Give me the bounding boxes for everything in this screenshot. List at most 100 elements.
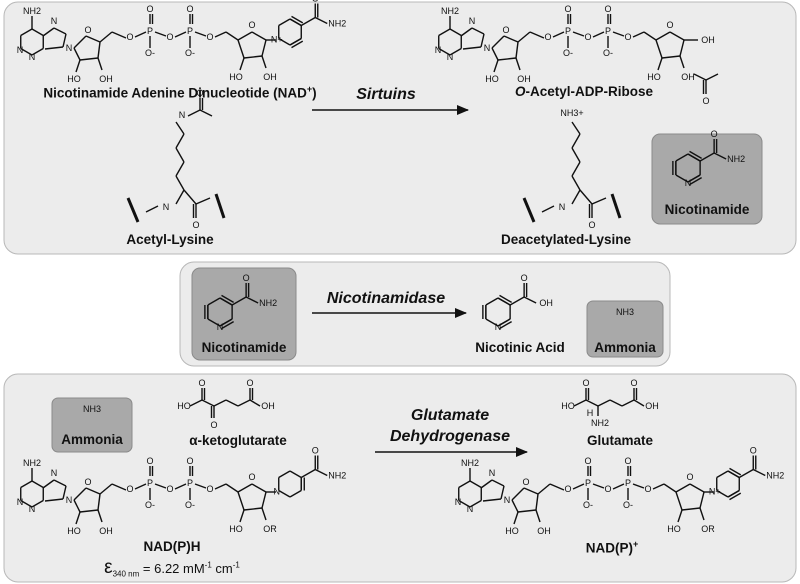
svg-text:N: N (435, 45, 442, 55)
svg-text:HO: HO (229, 524, 243, 534)
svg-text:O: O (126, 484, 133, 494)
enzyme-gdh-line1: Glutamate (410, 407, 490, 424)
svg-text:O: O (198, 378, 205, 388)
acetyl-lysine-structure: N O N O (126, 88, 226, 230)
svg-text:O: O (166, 32, 173, 42)
nh3-bottom: NH3 (82, 404, 102, 414)
svg-text:O: O (584, 456, 591, 466)
svg-text:O: O (206, 484, 213, 494)
svg-text:O: O (702, 96, 709, 106)
svg-text:O-: O- (185, 500, 195, 510)
svg-text:NH2: NH2 (23, 458, 41, 468)
svg-text:O: O (192, 220, 199, 230)
svg-text:N: N (273, 487, 280, 497)
svg-text:O: O (630, 378, 637, 388)
svg-text:O-: O- (563, 48, 573, 58)
svg-text:O-: O- (145, 48, 155, 58)
svg-text:HO: HO (177, 401, 191, 411)
svg-text:P: P (147, 478, 153, 488)
svg-text:N: N (51, 16, 58, 26)
panel-gdh (3, 373, 797, 583)
svg-text:OH: OH (517, 74, 531, 84)
svg-text:OH: OH (539, 298, 553, 308)
svg-text:O: O (564, 4, 571, 14)
svg-text:N: N (559, 202, 566, 212)
svg-text:N: N (217, 322, 224, 332)
svg-text:OH: OH (263, 72, 277, 82)
ammonia-label-bottom: Ammonia (61, 432, 123, 447)
glutamate-label: Glutamate (586, 433, 654, 448)
panel-sirtuin (3, 1, 797, 255)
svg-text:NH2: NH2 (766, 471, 784, 481)
svg-text:O: O (196, 88, 203, 98)
svg-text:OH: OH (99, 74, 113, 84)
ammonia-box-bottom (51, 397, 133, 453)
svg-text:O: O (146, 4, 153, 14)
svg-text:N: N (179, 110, 186, 120)
svg-text:HO: HO (647, 72, 661, 82)
svg-text:O: O (624, 456, 631, 466)
svg-text:O: O (544, 32, 551, 42)
svg-text:NH2: NH2 (441, 6, 459, 16)
svg-text:NH2: NH2 (328, 471, 346, 481)
svg-text:NH3+: NH3+ (560, 108, 583, 118)
svg-text:OH: OH (537, 526, 551, 536)
svg-text:O: O (564, 484, 571, 494)
ammonia-label-mid: Ammonia (594, 340, 656, 355)
svg-text:P: P (187, 478, 193, 488)
svg-text:N: N (66, 495, 73, 505)
svg-text:O: O (248, 20, 255, 30)
svg-text:H: H (587, 408, 594, 418)
svg-text:N: N (51, 468, 58, 478)
acetyl-lysine-label: Acetyl-Lysine (126, 232, 214, 247)
svg-text:O: O (502, 25, 509, 35)
svg-text:OR: OR (263, 524, 277, 534)
nadp-plus-label: NAD(P)+ (585, 539, 639, 556)
svg-text:NH2: NH2 (259, 298, 277, 308)
nad-label: Nicotinamide Adenine Dinucleotide (NAD+) (43, 84, 317, 101)
svg-text:O: O (246, 378, 253, 388)
svg-text:N: N (447, 52, 454, 62)
svg-text:N: N (495, 322, 502, 332)
svg-text:O: O (84, 477, 91, 487)
svg-text:N: N (163, 202, 170, 212)
svg-text:OR: OR (701, 524, 715, 534)
svg-text:N+: N+ (709, 487, 721, 497)
svg-text:N: N (504, 495, 511, 505)
svg-text:OH: OH (645, 401, 659, 411)
svg-text:N: N (455, 497, 462, 507)
svg-text:O: O (666, 20, 673, 30)
svg-text:O-: O- (185, 48, 195, 58)
svg-text:P: P (187, 26, 193, 36)
nicotinamide-label-mid: Nicotinamide (201, 340, 287, 355)
svg-text:O-: O- (145, 500, 155, 510)
svg-text:HO: HO (667, 524, 681, 534)
nicotinamide-label-top: Nicotinamide (664, 202, 750, 217)
svg-text:P: P (585, 478, 591, 488)
enzyme-nicotinamidase: Nicotinamidase (326, 290, 446, 307)
svg-text:O: O (522, 477, 529, 487)
deacetylated-lysine-label: Deacetylated-Lysine (500, 232, 632, 247)
acetyl-adp-ribose-label: O-Acetyl-ADP-Ribose (514, 84, 654, 99)
svg-text:O: O (186, 456, 193, 466)
svg-text:O: O (312, 446, 319, 456)
svg-text:O: O (166, 484, 173, 494)
svg-text:N: N (29, 52, 36, 62)
svg-text:O: O (624, 32, 631, 42)
svg-text:NH2: NH2 (461, 458, 479, 468)
molecule-structures: NH2NNNNOHOOHOPOO-OPOO-OOHOOHN+ONH2NH2NNN… (17, 0, 785, 536)
svg-text:N: N (484, 43, 491, 53)
nicotinic-acid-label: Nicotinic Acid (475, 340, 565, 355)
svg-text:N: N (17, 45, 24, 55)
akg-label: α-ketoglutarate (189, 433, 287, 448)
svg-text:N: N (489, 468, 496, 478)
nh3-mid: NH3 (615, 307, 635, 317)
